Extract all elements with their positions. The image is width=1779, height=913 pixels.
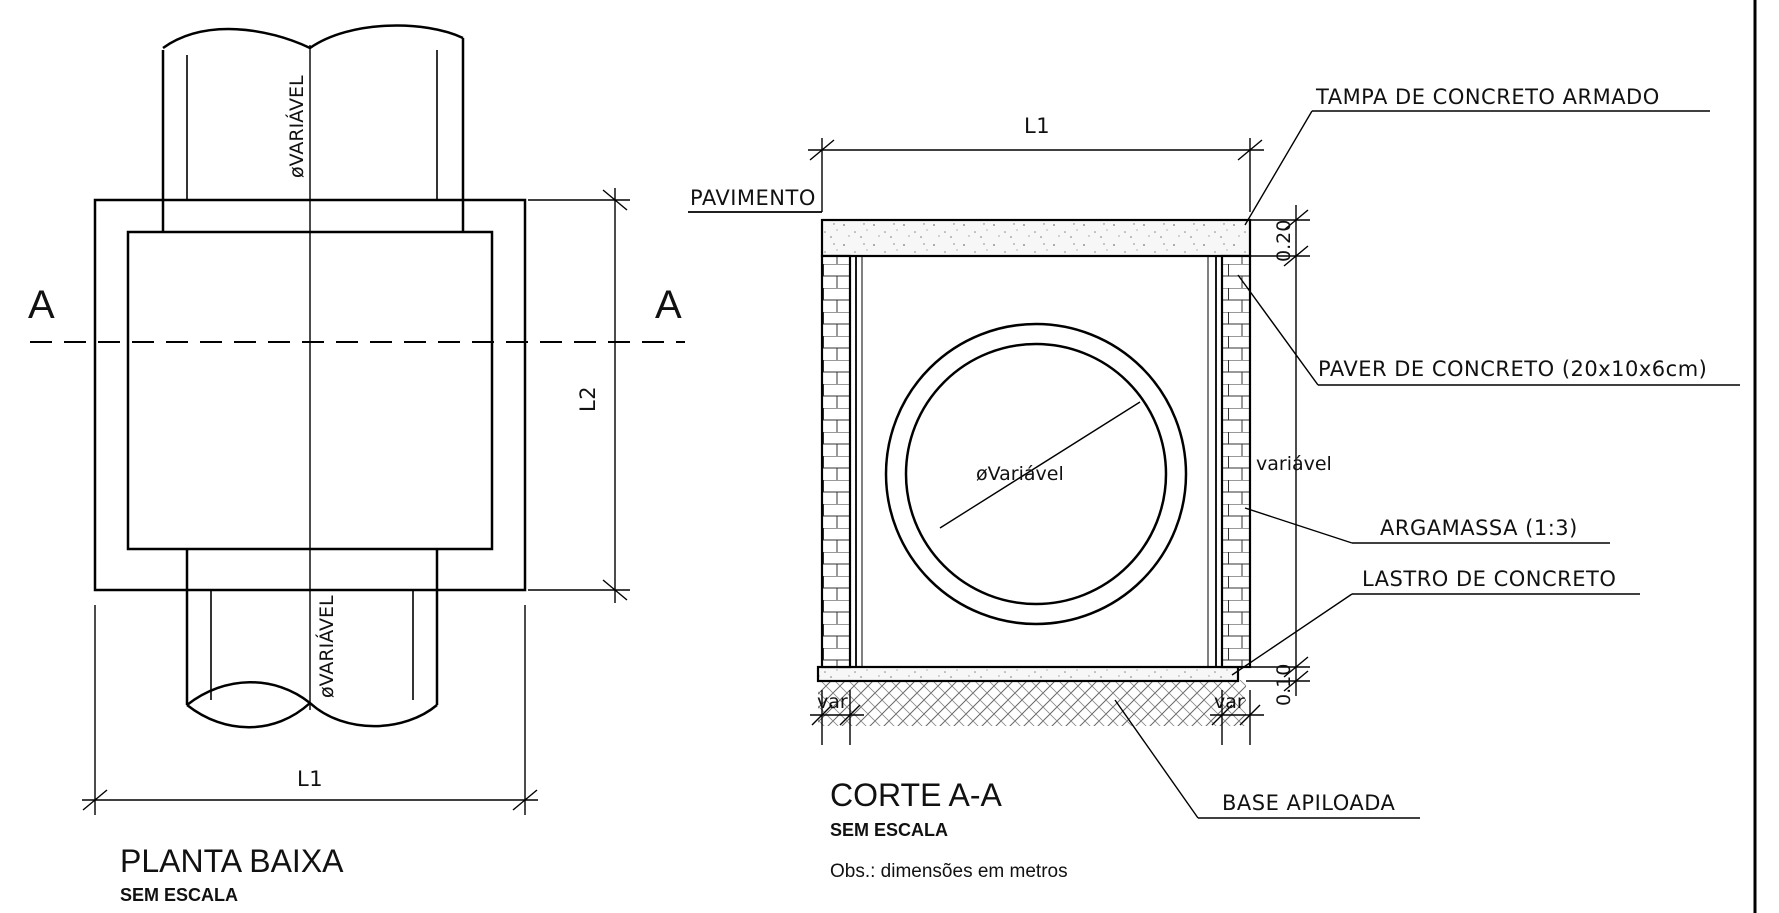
concrete-cover-slab xyxy=(820,218,1252,258)
dim-cover-label: 0.20 xyxy=(1273,220,1295,262)
section-mark-right: A xyxy=(655,283,682,327)
section-scale: SEM ESCALA xyxy=(830,820,948,840)
paver-wall-right xyxy=(1220,254,1252,669)
section-dim-l1-label: L1 xyxy=(1024,114,1050,138)
pipe-inner-ring xyxy=(904,342,1168,606)
dim-base-label: 0.10 xyxy=(1273,664,1295,706)
pipe-label-top: øVARIÁVEL xyxy=(285,75,308,178)
section-dimensions xyxy=(688,110,1740,819)
side-dim-label: variável xyxy=(1256,453,1332,475)
plan-scale: SEM ESCALA xyxy=(120,885,238,905)
plan-title: PLANTA BAIXA xyxy=(120,843,344,879)
pipe-diameter-line xyxy=(939,401,1141,529)
dim-wall-left-label: var xyxy=(817,691,848,713)
pipe-diameter-label: øVariável xyxy=(976,463,1064,485)
section-note: Obs.: dimensões em metros xyxy=(830,861,1068,882)
plan-view xyxy=(30,24,685,815)
dim-wall-right-label: var xyxy=(1214,691,1245,713)
section-view xyxy=(816,218,1252,726)
paver-wall-left xyxy=(820,254,852,669)
dim-l1-plan-label: L1 xyxy=(297,767,323,791)
dim-l1-plan xyxy=(82,605,538,815)
callout-pavimento: PAVIMENTO xyxy=(690,186,816,210)
concrete-base-slab xyxy=(816,665,1240,683)
callout-argamassa: ARGAMASSA (1:3) xyxy=(1380,516,1578,540)
callout-lastro: LASTRO DE CONCRETO xyxy=(1362,567,1616,591)
callout-paver: PAVER DE CONCRETO (20x10x6cm) xyxy=(1318,357,1707,381)
dim-l2-label: L2 xyxy=(576,386,600,412)
pipe-outer-ring xyxy=(884,322,1188,626)
section-mark-left: A xyxy=(28,283,55,327)
section-title: CORTE A-A xyxy=(830,777,1003,813)
callout-tampa: TAMPA DE CONCRETO ARMADO xyxy=(1315,85,1660,109)
dim-l2 xyxy=(528,188,630,603)
callout-base: BASE APILOADA xyxy=(1222,791,1396,815)
compacted-base xyxy=(818,680,1246,726)
pipe-label-bottom: øVARIÁVEL xyxy=(315,595,338,698)
